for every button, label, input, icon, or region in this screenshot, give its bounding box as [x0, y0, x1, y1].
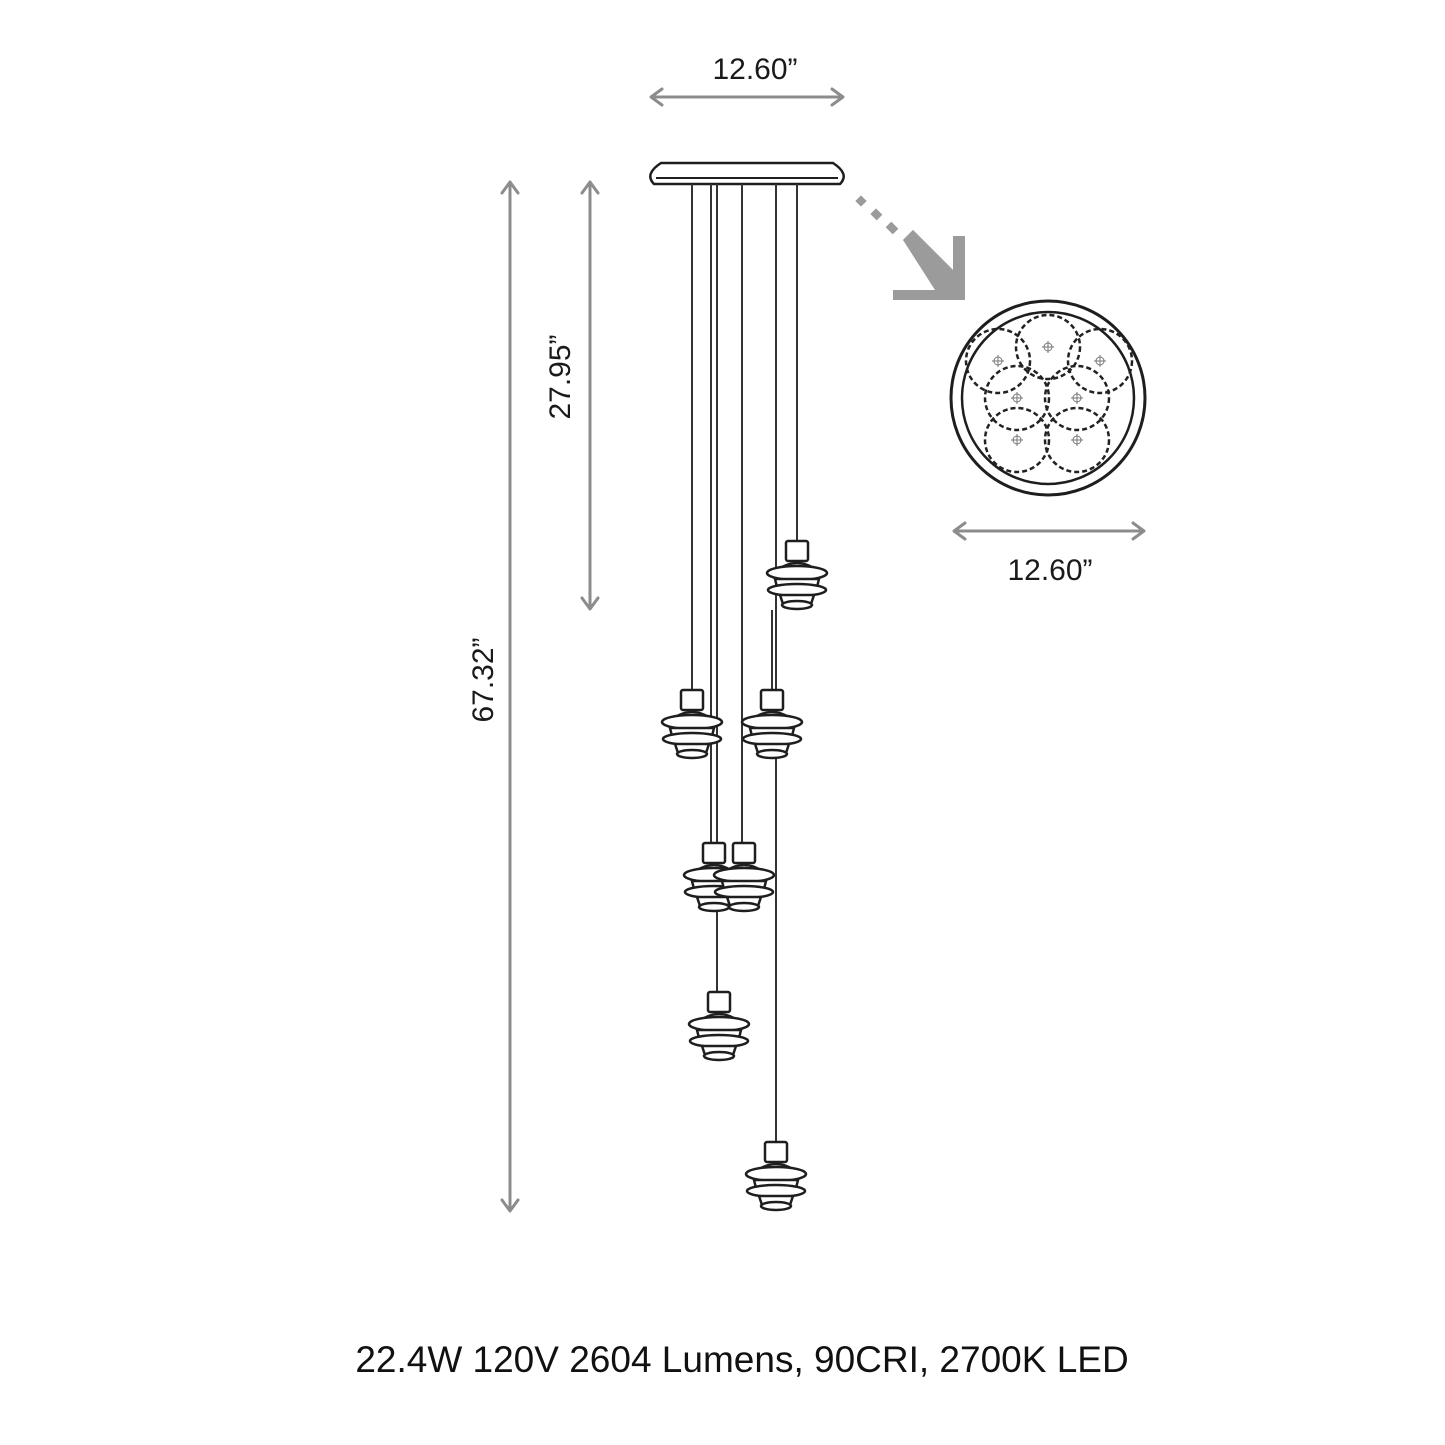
- canopy-width-label: 12.60”: [712, 53, 797, 86]
- canopy-diameter-dimension: 12.60”: [952, 521, 1146, 587]
- pendant-position-marker: [1014, 313, 1082, 381]
- canopy-width-dimension: 12.60”: [649, 53, 845, 107]
- pendant-position-marker: [964, 327, 1032, 395]
- top-drop-label: 27.95”: [544, 334, 577, 419]
- pendant-shade: [744, 1140, 808, 1212]
- pendant-position-marker: [1043, 364, 1111, 432]
- canopy-plan-view: [949, 299, 1147, 497]
- pendant-shade: [765, 539, 829, 611]
- pendant-position-marker: [983, 406, 1051, 474]
- pendant-shades: [660, 539, 829, 1212]
- specification-text: 22.4W 120V 2604 Lumens, 90CRI, 2700K LED: [355, 1339, 1128, 1380]
- pendant-position-marker: [983, 364, 1051, 432]
- top-drop-dimension: 27.95”: [544, 180, 600, 611]
- pendant-position-marker: [1043, 406, 1111, 474]
- pendant-shade: [687, 990, 751, 1062]
- pendant-shade: [712, 841, 776, 913]
- canopy-diameter-label: 12.60”: [1007, 554, 1092, 587]
- canopy: [649, 161, 845, 186]
- diagonal-arrow-icon: [855, 195, 965, 300]
- overall-height-dimension: 67.32”: [467, 180, 520, 1213]
- pendant-shade: [740, 688, 804, 760]
- pendant-position-marker: [1066, 327, 1134, 395]
- pendant-shade: [660, 688, 724, 760]
- suspension-cords: [691, 184, 798, 1143]
- overall-height-label: 67.32”: [467, 637, 500, 722]
